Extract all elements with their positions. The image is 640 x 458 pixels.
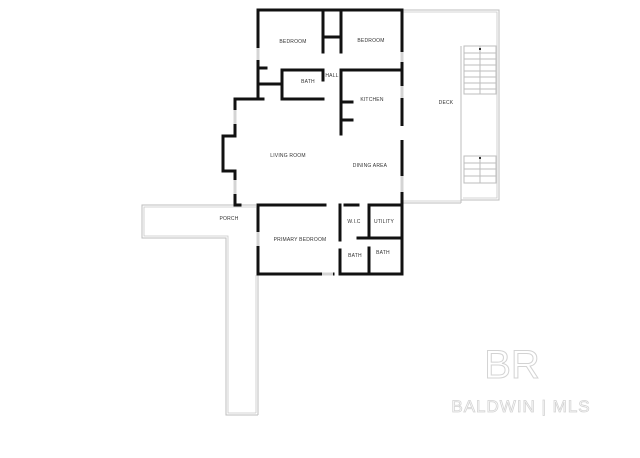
label-utility: UTILITY: [374, 219, 394, 225]
label-bedroom-1: BEDROOM: [279, 39, 306, 45]
label-dining-area: DINING AREA: [353, 163, 388, 169]
room-labels: BEDROOM BEDROOM HALL BATH KITCHEN DECK L…: [219, 38, 453, 259]
exterior-walls: [221, 8, 404, 276]
label-primary-bedroom: PRIMARY BEDROOM: [274, 237, 327, 243]
watermark-logo-mark: BR: [484, 343, 540, 387]
label-porch: PORCH: [219, 216, 238, 222]
label-bath-primary-1: BATH: [348, 253, 362, 259]
interior-walls: [256, 8, 404, 276]
label-living-room: LIVING ROOM: [270, 153, 306, 159]
baldwin-mls-watermark: BR BALDWIN | MLS: [451, 343, 590, 417]
watermark-text: BALDWIN | MLS: [451, 397, 590, 416]
deck-stairs: [463, 45, 497, 184]
label-deck: DECK: [439, 100, 454, 106]
deck-outline: [401, 9, 500, 204]
label-bath-upper: BATH: [301, 79, 315, 85]
label-kitchen: KITCHEN: [360, 97, 384, 103]
label-bedroom-2: BEDROOM: [357, 38, 384, 44]
label-hall: HALL: [325, 73, 338, 79]
label-bath-primary-2: BATH: [376, 250, 390, 256]
porch-outline: [141, 204, 259, 416]
label-wic: W.I.C: [347, 219, 360, 225]
windows: [233, 48, 404, 276]
